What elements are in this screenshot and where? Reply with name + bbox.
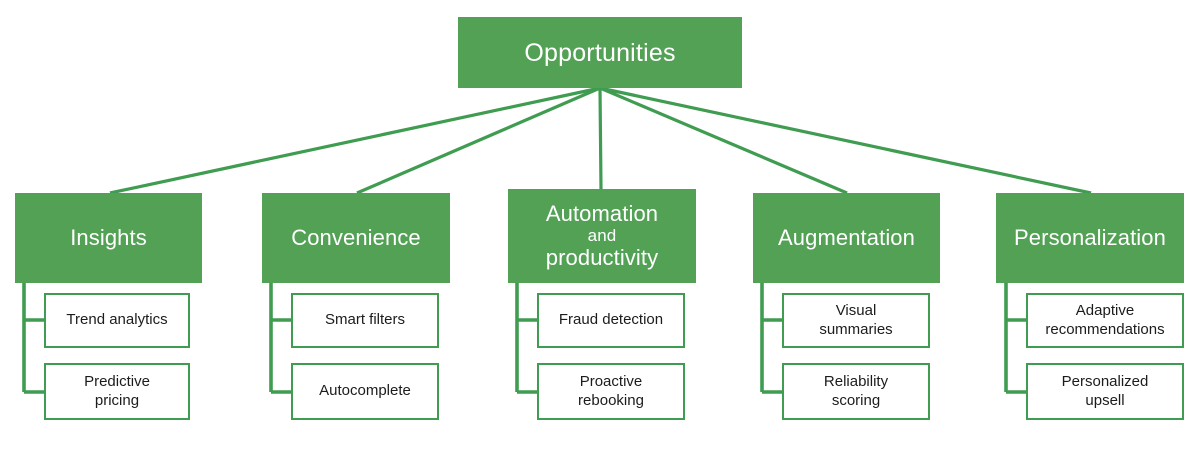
category-node-personalization[interactable]: Personalization bbox=[996, 193, 1184, 283]
leaf-node-predictive-pricing[interactable]: Predictive pricing bbox=[44, 363, 190, 420]
category-label-personalization: Personalization bbox=[1014, 224, 1166, 250]
category-label-insights: Insights bbox=[70, 224, 147, 250]
leaf-node-visual-summaries[interactable]: Visual summaries bbox=[782, 293, 930, 348]
category-node-insights[interactable]: Insights bbox=[15, 193, 202, 283]
leaf-node-personalized-upsell[interactable]: Personalized upsell bbox=[1026, 363, 1184, 420]
connector-root-to-insights bbox=[109, 86, 601, 195]
category-label-automation-line2: and bbox=[587, 226, 617, 246]
leaf-node-adaptive-recommendations[interactable]: Adaptive recommendations bbox=[1026, 293, 1184, 348]
leaf-label-reliability-scoring: Reliability scoring bbox=[823, 373, 889, 409]
category-label-augmentation: Augmentation bbox=[778, 224, 915, 250]
category-label-automation-line1: Automation bbox=[545, 200, 659, 226]
category-node-convenience[interactable]: Convenience bbox=[262, 193, 450, 283]
leaf-label-fraud-detection: Fraud detection bbox=[558, 311, 664, 329]
leaf-label-personalized-upsell: Personalized upsell bbox=[1061, 373, 1149, 409]
category-label-automation-line3: productivity bbox=[545, 244, 659, 270]
leaf-label-proactive-rebooking: Proactive rebooking bbox=[578, 373, 644, 409]
leaf-label-autocomplete: Autocomplete bbox=[319, 382, 411, 400]
leaf-label-trend-analytics: Trend analytics bbox=[66, 311, 168, 329]
category-node-automation-and-productivity[interactable]: Automation and productivity bbox=[508, 189, 696, 283]
leaf-label-predictive-pricing: Predictive pricing bbox=[84, 373, 150, 409]
connector-root-to-automation bbox=[598, 87, 603, 190]
leaf-node-trend-analytics[interactable]: Trend analytics bbox=[44, 293, 190, 348]
root-node-label: Opportunities bbox=[524, 38, 676, 67]
leaf-node-smart-filters[interactable]: Smart filters bbox=[291, 293, 439, 348]
leaf-node-autocomplete[interactable]: Autocomplete bbox=[291, 363, 439, 420]
leaf-node-fraud-detection[interactable]: Fraud detection bbox=[537, 293, 685, 348]
leaf-label-smart-filters: Smart filters bbox=[324, 311, 405, 329]
root-node-opportunities[interactable]: Opportunities bbox=[458, 17, 742, 88]
leaf-label-adaptive-recommendations: Adaptive recommendations bbox=[1045, 302, 1165, 338]
connector-root-to-augmentation bbox=[599, 86, 848, 195]
connector-root-to-convenience bbox=[356, 86, 601, 195]
leaf-node-proactive-rebooking[interactable]: Proactive rebooking bbox=[537, 363, 685, 420]
category-node-augmentation[interactable]: Augmentation bbox=[753, 193, 940, 283]
leaf-label-visual-summaries: Visual summaries bbox=[819, 302, 893, 338]
leaf-node-reliability-scoring[interactable]: Reliability scoring bbox=[782, 363, 930, 420]
connector-root-to-personalization bbox=[599, 86, 1092, 195]
category-label-convenience: Convenience bbox=[291, 224, 421, 250]
